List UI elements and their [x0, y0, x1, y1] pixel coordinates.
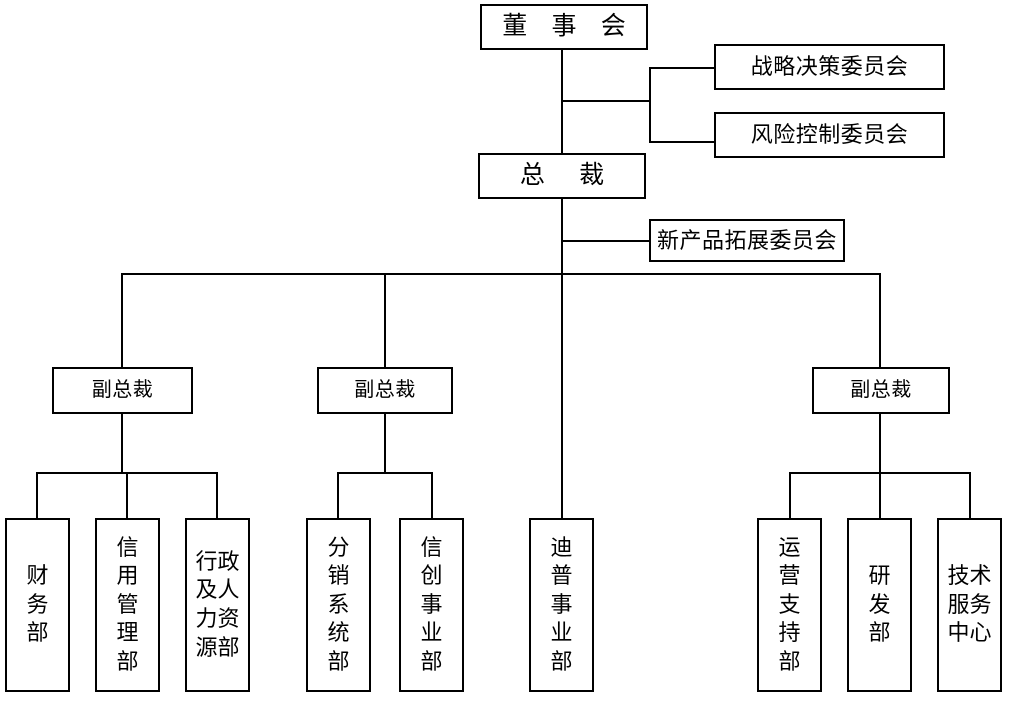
node-research-development-department-label: 研发部: [849, 562, 910, 648]
vertical-text-line: 统: [327, 620, 350, 646]
node-operation-support-department[interactable]: 运营支持部: [757, 518, 822, 692]
node-president[interactable]: 总 裁: [478, 153, 646, 199]
connector-main-bus: [121, 273, 881, 275]
node-finance-department[interactable]: 财务部: [5, 518, 70, 692]
vertical-text-line: 创: [420, 563, 443, 589]
vertical-text-line: 分: [327, 534, 350, 560]
connector-vp1-stem: [121, 414, 123, 473]
vertical-text-line: 事: [420, 591, 443, 617]
node-new-product-development-committee-label: 新产品拓展委员会: [656, 227, 837, 253]
vertical-text-line: 部: [550, 648, 573, 674]
node-dptech-business-unit-label: 迪普事业部: [531, 534, 592, 677]
connector-vp3-drop-opsupport: [789, 472, 791, 518]
node-board-of-directors[interactable]: 董 事 会: [480, 4, 648, 50]
node-administration-hr-department-label: 行政及人力资源部: [187, 548, 248, 662]
connector-vp3-drop-rnd: [879, 472, 881, 518]
node-vice-president-1[interactable]: 副总裁: [52, 367, 193, 414]
vertical-text-line: 中心: [947, 620, 992, 646]
vertical-text-line: 支: [778, 591, 801, 617]
connector-bus-drop-vp1: [121, 273, 123, 367]
node-risk-control-committee-label: 风险控制委员会: [750, 122, 909, 148]
vertical-text-line: 普: [550, 563, 573, 589]
vertical-text-line: 业: [420, 620, 443, 646]
vertical-text-line: 源部: [195, 634, 240, 660]
vertical-text-line: 及人: [195, 577, 240, 603]
node-vice-president-3-label: 副总裁: [850, 378, 912, 401]
connector-vp3-drop-techservice: [969, 472, 971, 518]
node-dptech-business-unit[interactable]: 迪普事业部: [529, 518, 594, 692]
vertical-text-line: 部: [778, 648, 801, 674]
vertical-text-line: 管: [116, 591, 139, 617]
node-new-product-development-committee[interactable]: 新产品拓展委员会: [649, 219, 845, 262]
vertical-text-line: 销: [327, 563, 350, 589]
vertical-text-line: 迪: [550, 534, 573, 560]
vertical-text-line: 部: [868, 620, 891, 646]
vertical-text-line: 事: [550, 591, 573, 617]
vertical-text-line: 信: [116, 534, 139, 560]
vertical-text-line: 务: [26, 591, 49, 617]
vertical-text-line: 行政: [195, 548, 240, 574]
connector-bus-drop-vp3: [879, 273, 881, 367]
node-president-label: 总 裁: [519, 161, 619, 189]
connector-bus-drop-vp2: [384, 273, 386, 367]
vertical-text-line: 持: [778, 620, 801, 646]
vertical-text-line: 力资: [195, 606, 240, 631]
node-strategy-decision-committee[interactable]: 战略决策委员会: [714, 44, 945, 90]
node-operation-support-department-label: 运营支持部: [759, 534, 820, 677]
node-distribution-system-department-label: 分销系统部: [308, 534, 369, 677]
vertical-text-line: 营: [778, 563, 801, 589]
vertical-text-line: 部: [327, 648, 350, 674]
node-board-of-directors-label: 董 事 会: [502, 12, 635, 40]
node-credit-management-department[interactable]: 信用管理部: [95, 518, 160, 692]
connector-vp3-stem: [879, 414, 881, 473]
connector-bracket-to-strategy-committee: [649, 67, 716, 69]
node-finance-department-label: 财务部: [7, 562, 68, 648]
node-strategy-decision-committee-label: 战略决策委员会: [750, 54, 909, 80]
node-risk-control-committee[interactable]: 风险控制委员会: [714, 112, 945, 158]
connector-vp1-drop-credit: [126, 472, 128, 518]
node-administration-hr-department[interactable]: 行政及人力资源部: [185, 518, 250, 692]
node-distribution-system-department[interactable]: 分销系统部: [306, 518, 371, 692]
vertical-text-line: 研: [868, 563, 891, 589]
connector-president-trunk: [561, 199, 563, 518]
vertical-text-line: 财: [26, 563, 49, 589]
node-xinchuang-business-unit[interactable]: 信创事业部: [399, 518, 464, 692]
vertical-text-line: 服务: [947, 591, 992, 617]
node-research-development-department[interactable]: 研发部: [847, 518, 912, 692]
node-vice-president-2[interactable]: 副总裁: [317, 367, 453, 414]
vertical-text-line: 技术: [947, 563, 992, 589]
vertical-text-line: 部: [420, 648, 443, 674]
node-technical-service-center-label: 技术服务中心: [939, 562, 1000, 648]
node-vice-president-3[interactable]: 副总裁: [812, 367, 950, 414]
node-vice-president-1-label: 副总裁: [91, 378, 154, 401]
vertical-text-line: 理: [116, 620, 139, 646]
node-technical-service-center[interactable]: 技术服务中心: [937, 518, 1002, 692]
connector-vp1-drop-adminhr: [216, 472, 218, 518]
connector-bracket-to-risk-committee: [649, 141, 716, 143]
connector-vp1-drop-finance: [36, 472, 38, 518]
vertical-text-line: 系: [327, 591, 350, 617]
connector-vp2-drop-xinchuang: [431, 472, 433, 518]
connector-vp2-bus: [337, 472, 433, 474]
vertical-text-line: 发: [868, 591, 891, 617]
vertical-text-line: 业: [550, 620, 573, 646]
node-vice-president-2-label: 副总裁: [354, 378, 416, 401]
vertical-text-line: 部: [116, 648, 139, 674]
vertical-text-line: 信: [420, 534, 443, 560]
connector-president-to-new-product-committee: [561, 240, 651, 242]
vertical-text-line: 运: [778, 534, 801, 560]
connector-board-to-committee-bracket: [561, 100, 651, 102]
vertical-text-line: 用: [116, 563, 139, 589]
node-xinchuang-business-unit-label: 信创事业部: [401, 534, 462, 677]
connector-vp2-drop-distribution: [337, 472, 339, 518]
connector-committee-bracket: [649, 67, 651, 143]
connector-vp2-stem: [384, 414, 386, 473]
node-credit-management-department-label: 信用管理部: [97, 534, 158, 677]
vertical-text-line: 部: [26, 620, 49, 646]
